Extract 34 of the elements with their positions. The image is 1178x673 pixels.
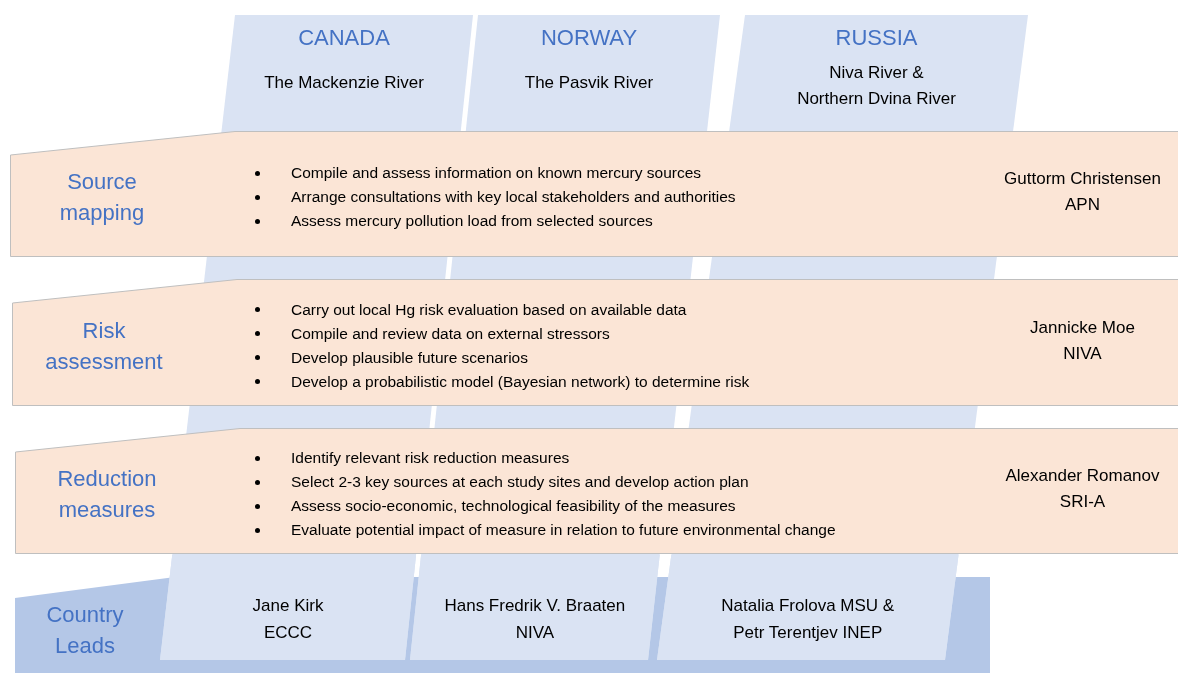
work-package-lead: APN [1065, 194, 1100, 216]
work-package-lead: NIVA [1063, 342, 1102, 365]
country-lead-name: Natalia Frolova MSU & [721, 594, 895, 617]
bullet-text: Arrange consultations with key local stakeholders and authorities [291, 187, 736, 207]
bullet-text: Evaluate potential impact of measure in relation to future environmental change [291, 520, 836, 540]
country-title: RUSSIA [835, 24, 918, 52]
bullet-text: Assess mercury pollution load from selected sources [291, 211, 653, 231]
work-package-lead: SRI-A [1059, 491, 1106, 513]
country-title: NORWAY [540, 24, 638, 52]
bullet-text: Identify relevant risk reduction measures [291, 448, 570, 468]
band-heading: Risk assessment [44, 316, 164, 376]
river-name: The Mackenzie River [264, 72, 424, 94]
river-name: Northern Dvina River [797, 88, 956, 110]
country-lead-name: Petr Terentjev INEP [733, 621, 883, 644]
bullet-text: Carry out local Hg risk evaluation based on available data [291, 299, 687, 320]
country-lead-name: Jane Kirk [252, 594, 324, 617]
river-name: The Pasvik River [524, 72, 654, 94]
bullet-text: Select 2-3 key sources at each study sites and develop action plan [291, 472, 749, 492]
work-package-lead: Jannicke Moe [1030, 316, 1135, 339]
bullet-text: Compile and assess information on known mercury sources [291, 163, 702, 183]
band-heading: Reduction measures [56, 465, 158, 524]
band-heading: Source mapping [58, 168, 146, 227]
bullet-text: Develop plausible future scenarios [291, 347, 528, 368]
country-lead-name: NIVA [515, 621, 555, 644]
country-lead-name: ECCC [263, 621, 313, 644]
work-package-lead: Guttorm Christensen [1004, 168, 1161, 190]
country-title: CANADA [298, 24, 390, 52]
work-package-lead: Alexander Romanov [1005, 465, 1160, 487]
river-name: Niva River & [829, 62, 924, 84]
bullet-text: Assess socio-economic, technological feasibility of the measures [291, 496, 736, 516]
bullet-text: Develop a probabilistic model (Bayesian network) to determine risk [291, 371, 750, 392]
country-lead-name: Hans Fredrik V. Braaten [444, 594, 626, 617]
band-heading: Country Leads [45, 601, 125, 660]
bullet-text: Compile and review data on external stressors [291, 323, 610, 344]
